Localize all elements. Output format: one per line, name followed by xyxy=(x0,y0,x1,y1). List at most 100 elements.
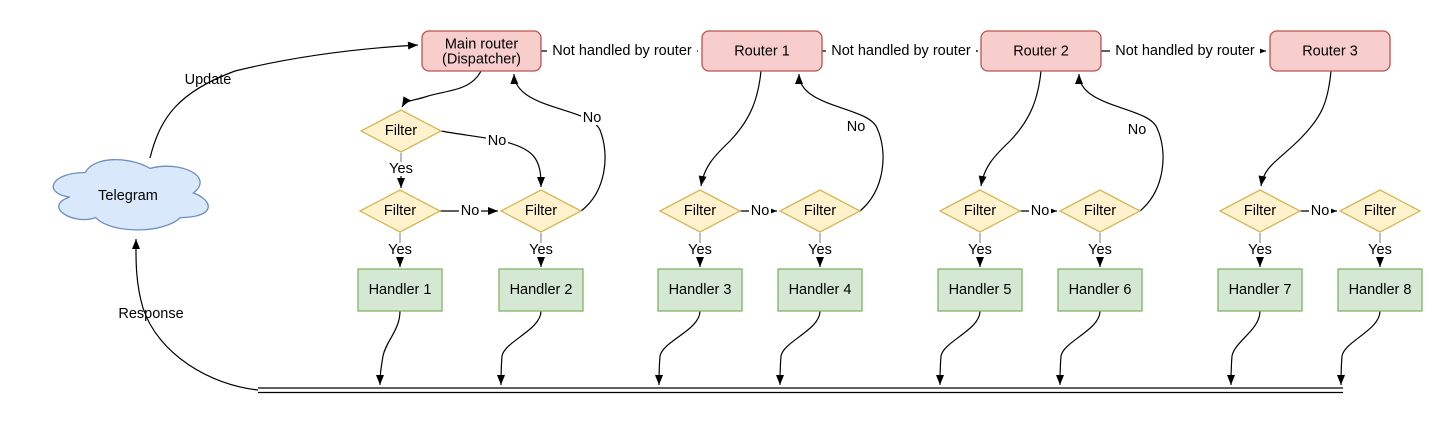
router1-return-no-edge xyxy=(795,73,884,212)
router2-return-no-edge xyxy=(1075,73,1164,212)
handler-node: Handler 6 xyxy=(1057,268,1143,312)
handler-label: Handler 6 xyxy=(1069,282,1132,298)
router3-label: Router 3 xyxy=(1302,44,1358,60)
router2-label: Router 2 xyxy=(1013,44,1069,60)
router3-box xyxy=(1269,30,1391,72)
label-background xyxy=(826,43,976,59)
label-background xyxy=(1126,123,1148,137)
label-background xyxy=(1367,243,1393,257)
yes-label: Yes xyxy=(529,242,553,258)
dispatcher-node: Main router (Dispatcher) xyxy=(421,30,542,72)
handler-label: Handler 5 xyxy=(949,282,1012,298)
handler2-bus-edge xyxy=(497,310,542,386)
label-background xyxy=(1110,43,1260,59)
handler-node: Handler 2 xyxy=(498,268,584,312)
handler-node: Handler 4 xyxy=(777,268,863,312)
handler-label: Handler 3 xyxy=(669,282,732,298)
label-background xyxy=(807,243,833,257)
handler-node: Handler 1 xyxy=(357,268,443,312)
yes-label: Yes xyxy=(1248,242,1272,258)
label-background xyxy=(967,243,993,257)
filter-node: Filter xyxy=(359,109,443,153)
filter-diamond xyxy=(1058,189,1142,233)
router1-label: Router 1 xyxy=(734,44,790,60)
handler-label: Handler 8 xyxy=(1349,282,1412,298)
filter-label: Filter xyxy=(525,203,557,219)
label-background xyxy=(459,204,481,218)
label-background xyxy=(486,134,508,148)
handler-node: Handler 3 xyxy=(657,268,743,312)
filter-diamond xyxy=(358,189,442,233)
handler7-bus-edge xyxy=(1227,310,1261,386)
filter-node: Filter xyxy=(358,189,442,233)
no-label: No xyxy=(461,203,480,219)
router3-node: Router 3 xyxy=(1269,30,1391,72)
yes-label: Yes xyxy=(388,242,412,258)
label-background xyxy=(528,243,554,257)
filter-label: Filter xyxy=(804,203,836,219)
telegram-node: Telegram xyxy=(52,158,209,231)
router1-box xyxy=(701,30,823,72)
label-background xyxy=(687,243,713,257)
filter-diamond xyxy=(938,189,1022,233)
filter-diamond xyxy=(778,189,862,233)
router2-node: Router 2 xyxy=(980,30,1102,72)
dispatcher-label-line1: Main router xyxy=(445,37,519,53)
router1-node: Router 1 xyxy=(701,30,823,72)
filter-label: Filter xyxy=(964,203,996,219)
handler-label: Handler 2 xyxy=(510,282,573,298)
filter-diamond xyxy=(1218,189,1302,233)
label-background xyxy=(1029,204,1051,218)
cloud-icon xyxy=(52,158,209,231)
label-background xyxy=(749,204,771,218)
not-handled-label-1: Not handled by router xyxy=(552,43,692,59)
handler-box xyxy=(937,268,1023,312)
response-label: Response xyxy=(118,306,183,322)
response-edge xyxy=(131,238,259,391)
filter-node: Filter xyxy=(938,189,1022,233)
filter-diamond xyxy=(1338,189,1422,233)
dispatcher-to-filter-edge xyxy=(401,70,482,108)
filter-node: Filter xyxy=(778,189,862,233)
handler1-bus-edge xyxy=(376,310,401,386)
router1-to-filter-edge xyxy=(698,70,762,187)
router2-box xyxy=(980,30,1102,72)
filter-node: Filter xyxy=(1338,189,1422,233)
router3-to-filter-edge xyxy=(1258,70,1332,187)
handler3-bus-edge xyxy=(655,310,701,386)
dispatcher-label-line2: (Dispatcher) xyxy=(442,52,521,68)
handler4-bus-edge xyxy=(776,310,821,386)
handler-label: Handler 4 xyxy=(789,282,852,298)
yes-label: Yes xyxy=(688,242,712,258)
filter-label: Filter xyxy=(1244,203,1276,219)
edge-labels-layer: Update Response Not handled by router No… xyxy=(118,43,1393,322)
filter-c-return-no-edge xyxy=(510,73,606,212)
no-label: No xyxy=(1311,203,1330,219)
filter-diamond xyxy=(658,189,742,233)
no-label: No xyxy=(583,110,602,126)
handler-box xyxy=(1057,268,1143,312)
label-background xyxy=(581,111,603,125)
yes-label: Yes xyxy=(1368,242,1392,258)
label-background xyxy=(845,120,867,134)
dispatcher-box xyxy=(421,30,542,72)
handler-box xyxy=(1337,268,1423,312)
no-label: No xyxy=(751,203,770,219)
handler5-bus-edge xyxy=(936,310,981,386)
nodes-layer: Telegram Main router (Dispatcher) Router… xyxy=(52,30,1423,312)
filter-diamond xyxy=(499,189,583,233)
handler-box xyxy=(357,268,443,312)
handler-node: Handler 8 xyxy=(1337,268,1423,312)
filter-label: Filter xyxy=(385,123,417,139)
label-background xyxy=(388,162,414,176)
filter-label: Filter xyxy=(684,203,716,219)
filter-label: Filter xyxy=(1084,203,1116,219)
filter-label: Filter xyxy=(1364,203,1396,219)
label-background xyxy=(1309,204,1331,218)
yes-label: Yes xyxy=(968,242,992,258)
filter-label: Filter xyxy=(384,203,416,219)
filter-a-no-edge xyxy=(440,130,545,188)
not-handled-label-3: Not handled by router xyxy=(1115,43,1255,59)
